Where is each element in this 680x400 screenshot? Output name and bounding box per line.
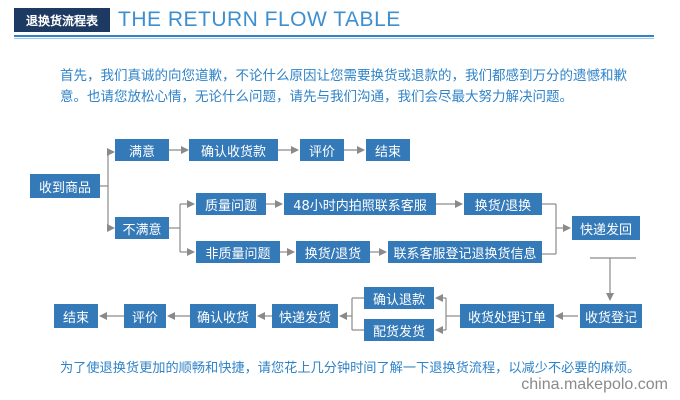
node-express-send-back: 快递发回: [572, 216, 640, 240]
node-process-order: 收货处理订单: [460, 304, 554, 328]
title-divider-thin: [14, 38, 654, 39]
node-received: 收到商品: [30, 174, 100, 198]
node-satisfied: 满意: [115, 139, 169, 161]
node-unsatisfied: 不满意: [115, 217, 169, 239]
node-confirm-refund: 确认退款: [364, 287, 434, 309]
node-contact-register: 联系客服登记退换货信息: [388, 241, 542, 263]
node-quality-issue: 质量问题: [196, 193, 266, 215]
node-dispatch: 配货发货: [364, 319, 434, 341]
node-confirm-receive: 确认收货: [190, 304, 256, 328]
watermark: china.makepolo.com: [521, 376, 668, 393]
node-non-quality-issue: 非质量问题: [196, 241, 280, 263]
node-exchange-return-mid: 换货/退货: [296, 241, 370, 263]
node-review-top: 评价: [300, 139, 344, 161]
title-divider: [14, 35, 654, 37]
footer-note: 为了使退换货更加的顺畅和快捷，请您花上几分钟时间了解一下退换货流程，以减少不必要…: [60, 361, 641, 376]
title-badge: 退换货流程表: [14, 8, 110, 32]
page-title: THE RETURN FLOW TABLE: [118, 8, 401, 31]
node-confirm-receipt: 确认收货款: [189, 139, 278, 161]
intro-paragraph: 首先，我们真诚的向您道歉，不论什么原因让您需要换货或退款的，我们都感到万分的遗憾…: [60, 68, 627, 105]
node-end-bottom: 结束: [54, 304, 98, 328]
node-end-top: 结束: [366, 139, 410, 161]
node-exchange-return-top: 换货/退换: [464, 193, 542, 215]
node-photo-48h: 48小时内拍照联系客服: [284, 193, 436, 215]
node-express-ship: 快递发货: [272, 304, 338, 328]
node-review-bottom: 评价: [124, 304, 166, 328]
node-receipt-register: 收货登记: [580, 304, 642, 328]
